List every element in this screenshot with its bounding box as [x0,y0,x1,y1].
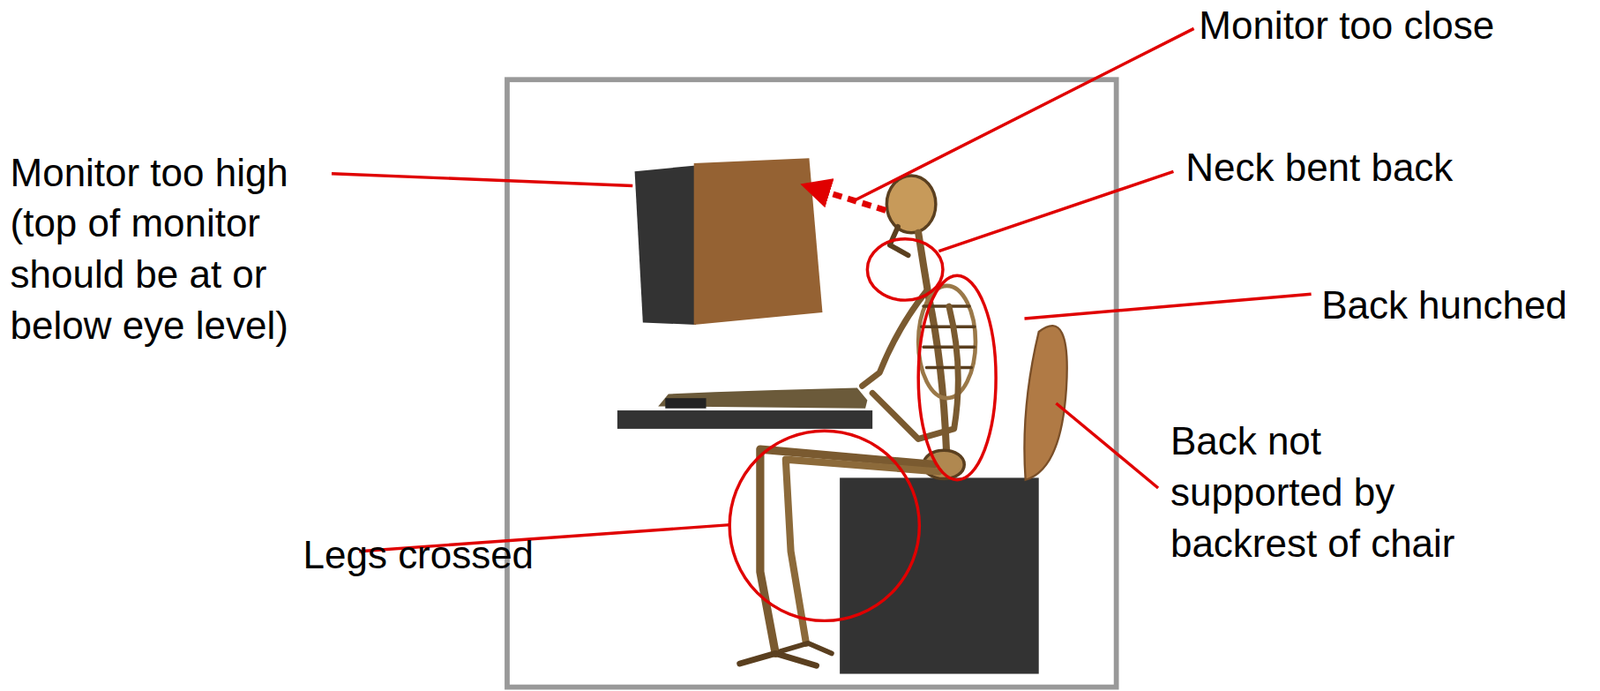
monitor-side [635,164,696,324]
highlight-ring [867,239,943,300]
callouts [331,28,1312,621]
monitor-screen [694,157,823,325]
highlight-ring [918,275,996,479]
callout-label: Monitor too high (top of monitor should … [10,147,317,352]
leader-line [938,171,1174,251]
callout-label: Back hunched [1321,279,1597,331]
distance-arrow [806,186,886,211]
callout-label: Monitor too close [1198,0,1600,52]
leader-line [1024,293,1312,319]
keyboard-base [665,397,706,409]
callout-label: Legs crossed [303,529,610,581]
picture-frame [507,79,1117,687]
callout-label: Back not supported by backrest of chair [1170,415,1477,569]
highlight-ring [729,430,920,621]
callout-label: Neck bent back [1185,142,1594,194]
chair-seat [839,477,1040,673]
leader-line [1055,403,1159,488]
leader-line [854,28,1194,200]
desk [617,410,873,429]
keyboard [657,388,868,409]
chair-backrest [1024,325,1067,480]
leader-line [331,173,633,187]
